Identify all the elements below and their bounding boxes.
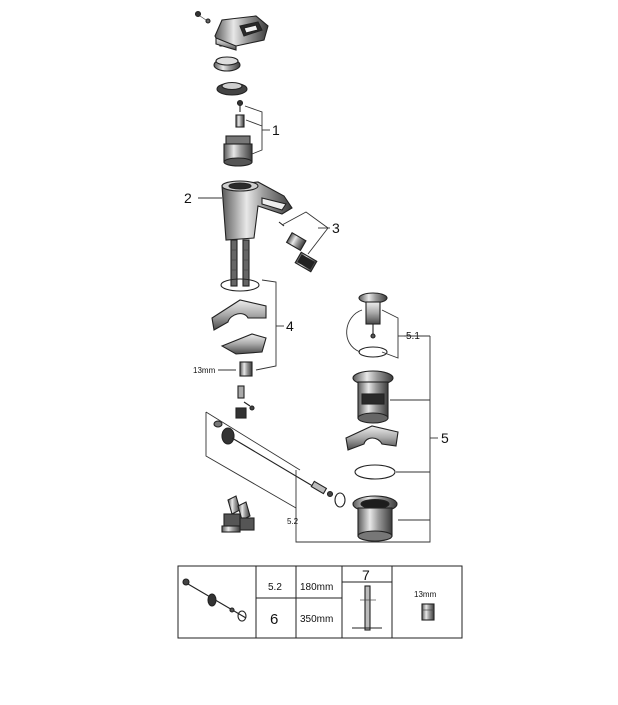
callout-3: 3 bbox=[332, 220, 340, 236]
cap-nut bbox=[216, 81, 248, 96]
cover-cap bbox=[213, 56, 241, 72]
table-length-180: 180mm bbox=[300, 582, 333, 593]
hex-key-tool bbox=[352, 585, 382, 631]
wrench-size-label: 13mm bbox=[193, 366, 216, 375]
mounting-gasket bbox=[220, 278, 260, 292]
hose-fittings bbox=[221, 495, 255, 533]
table-nut-size: 13mm bbox=[414, 590, 437, 599]
lever-handle bbox=[214, 15, 269, 51]
waste-gasket bbox=[354, 464, 396, 480]
cartridge bbox=[223, 135, 253, 167]
table-ref-7: 7 bbox=[362, 567, 370, 583]
spare-parts-table bbox=[177, 565, 463, 639]
horseshoe-plate bbox=[211, 299, 267, 355]
table-ref-5-2: 5.2 bbox=[268, 582, 282, 593]
callout-1: 1 bbox=[272, 122, 280, 138]
popup-plug bbox=[358, 292, 388, 358]
callout-5-2: 5.2 bbox=[287, 517, 299, 526]
faucet-body bbox=[210, 180, 293, 241]
cartridge-screws bbox=[235, 99, 245, 128]
table-rod-image bbox=[182, 578, 247, 622]
table-nut-image bbox=[421, 603, 435, 621]
table-ref-6: 6 bbox=[270, 611, 278, 628]
lift-rod bbox=[235, 385, 255, 419]
handle-screw bbox=[194, 10, 211, 24]
callout-5: 5 bbox=[441, 430, 449, 446]
supply-hoses bbox=[230, 239, 250, 287]
callout-5-1: 5.1 bbox=[406, 331, 420, 342]
callout-4: 4 bbox=[286, 318, 294, 334]
waste-body bbox=[352, 370, 394, 424]
waste-horseshoe bbox=[345, 425, 399, 451]
pivot-rod bbox=[213, 420, 346, 508]
callout-2: 2 bbox=[184, 190, 192, 206]
aerator-parts bbox=[278, 221, 318, 273]
mounting-nut bbox=[239, 361, 253, 377]
table-length-350: 350mm bbox=[300, 614, 333, 625]
waste-tailpiece bbox=[352, 495, 398, 542]
